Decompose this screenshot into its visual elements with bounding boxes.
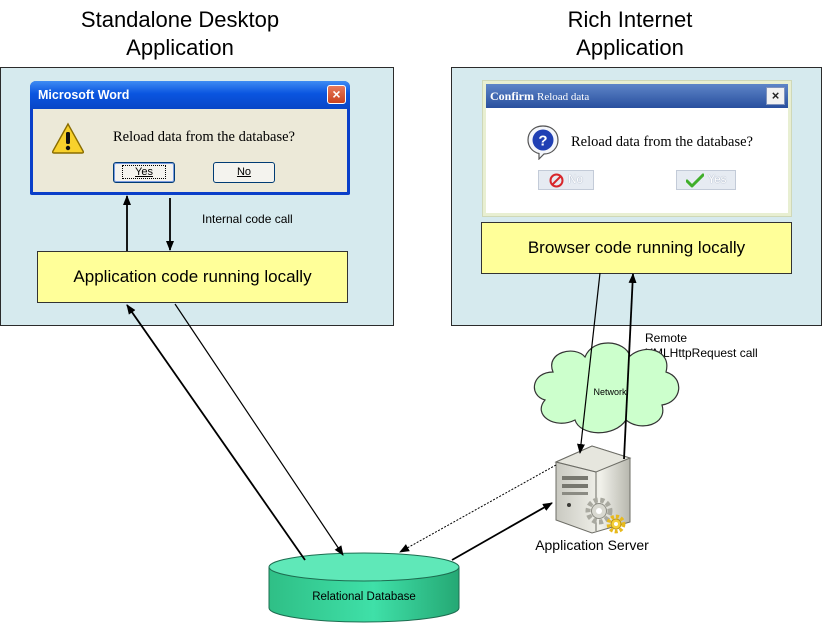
word-no-button[interactable]: No [213,162,275,183]
arrow-appcode-to-database [174,303,344,556]
remote-call-label: Remote XMLHttpRequest call [645,331,758,361]
left-title: Standalone Desktop Application [40,6,320,62]
word-dialog-titlebar: Microsoft Word × [30,81,350,109]
network-cloud [533,342,680,434]
application-code-box: Application code running locally [37,251,348,303]
server-label: Application Server [535,537,649,553]
ria-yes-label: Yes [707,174,727,186]
network-label: Network [593,387,627,397]
word-yes-label: Yes [122,165,166,179]
warning-icon [51,122,85,154]
arrow-server-to-browser [623,273,637,460]
database-cylinder [268,552,460,623]
word-no-label: No [236,166,252,178]
internal-call-label: Internal code call [202,212,293,226]
ria-dialog-message: Reload data from the database? [571,134,753,150]
remote-call-line1: Remote [645,331,688,345]
left-title-line2: Application [126,35,234,60]
right-title: Rich Internet Application [490,6,770,62]
browser-code-label: Browser code running locally [527,238,746,257]
ria-yes-button[interactable]: Yes [676,170,736,190]
arrow-database-to-appcode [126,304,306,561]
ria-dialog-title-bold: Confirm [490,89,534,103]
arrow-database-to-server [451,502,553,561]
checkmark-icon [685,173,704,187]
word-dialog-title: Microsoft Word [38,88,130,102]
ria-no-label: No [568,174,583,186]
word-yes-button[interactable]: Yes [113,162,175,183]
right-title-line2: Application [576,35,684,60]
application-code-label: Application code running locally [73,267,312,286]
right-title-line1: Rich Internet [567,7,693,32]
left-title-line1: Standalone Desktop [80,7,280,32]
gear-icon [585,497,626,534]
word-dialog-close-icon[interactable]: × [327,85,346,104]
arrow-browser-to-server [577,272,601,454]
microsoft-word-dialog: Microsoft Word × Reload data from the da… [30,81,350,195]
database-label: Relational Database [312,591,416,603]
arrow-server-to-database [399,464,557,553]
question-icon: ? [527,125,559,160]
svg-text:?: ? [538,133,547,150]
word-dialog-message: Reload data from the database? [113,129,295,145]
ria-no-button[interactable]: No [538,170,594,190]
ria-dialog-close-icon[interactable]: × [766,87,785,105]
cancel-icon [549,173,564,187]
ria-dialog-title: Reload data [537,91,590,103]
remote-call-line2: XMLHttpRequest call [645,346,758,360]
